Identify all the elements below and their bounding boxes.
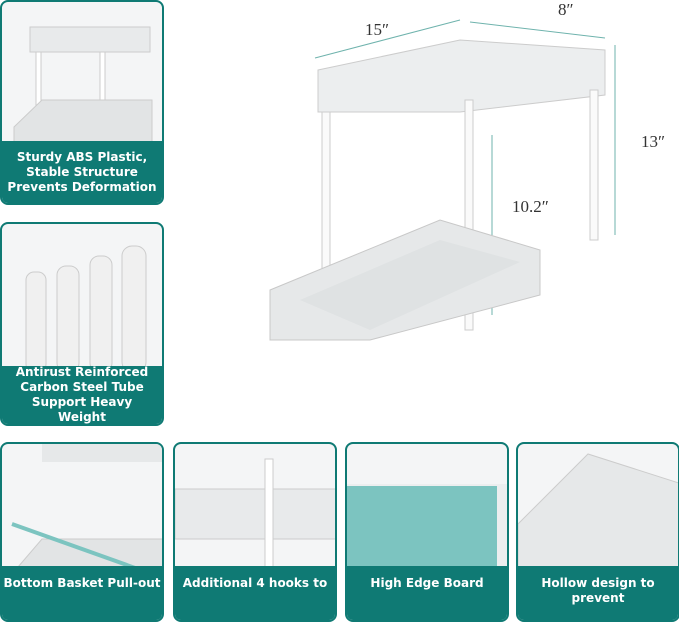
width-label: 15″	[365, 20, 390, 39]
product-image	[260, 0, 679, 360]
feature-caption: Sturdy ABS Plastic, Stable Structure Pre…	[2, 141, 162, 203]
hollow-image	[518, 453, 678, 594]
depth-label: 8″	[558, 0, 574, 19]
feature-card-hooks: Additional 4 hooks to	[173, 442, 337, 622]
hooks-image	[175, 458, 335, 594]
feature-caption: Bottom Basket Pull-out	[2, 566, 162, 620]
steel-tubes-image	[25, 245, 147, 373]
feature-card-steel-tube: Antirust Reinforced Carbon Steel Tube Su…	[0, 222, 164, 426]
feature-caption: Hollow design to prevent	[518, 566, 678, 620]
feature-card-high-edge: High Edge Board	[345, 442, 509, 622]
feature-card-pull-out: Bottom Basket Pull-out	[0, 442, 164, 622]
height-label: 13″	[641, 132, 666, 151]
organizer-thumbnail	[13, 26, 153, 142]
feature-card-abs-plastic: Sturdy ABS Plastic, Stable Structure Pre…	[0, 0, 164, 205]
feature-caption: Additional 4 hooks to	[175, 566, 335, 620]
inner-height-label: 10.2″	[512, 197, 549, 216]
feature-card-hollow: Hollow design to prevent	[516, 442, 679, 622]
feature-caption: Antirust Reinforced Carbon Steel Tube Su…	[2, 365, 162, 424]
organizer-drawing	[269, 19, 616, 341]
feature-caption: High Edge Board	[347, 566, 507, 620]
